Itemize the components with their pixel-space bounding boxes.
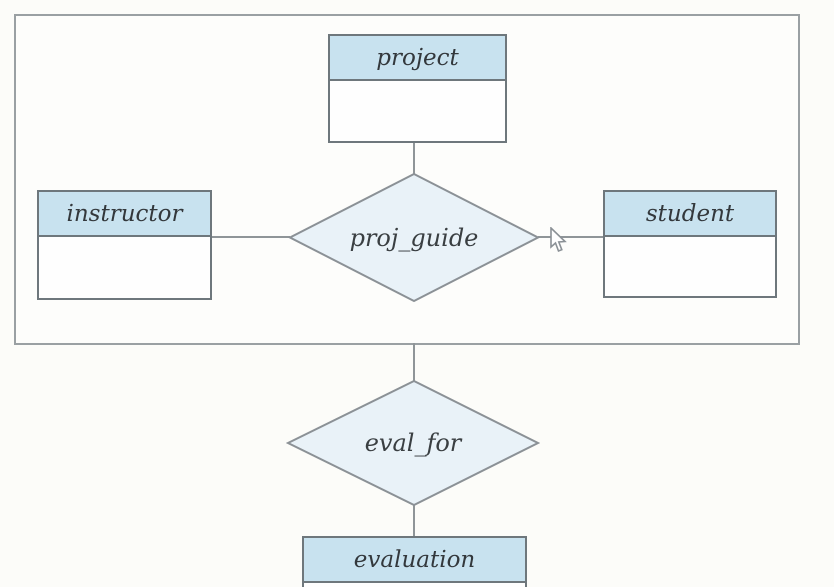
diamond-shape — [286, 379, 540, 507]
entity-student-title: student — [605, 192, 775, 237]
entity-student: student — [603, 190, 777, 298]
entity-project-title: project — [330, 36, 505, 81]
entity-evaluation-title: evaluation — [304, 538, 525, 583]
entity-instructor: instructor — [37, 190, 212, 300]
entity-evaluation: evaluation — [302, 536, 527, 587]
connector-instructor-projguide — [212, 236, 290, 238]
connector-project-projguide — [413, 143, 415, 174]
relationship-eval-for: eval_for — [286, 379, 540, 507]
relationship-proj-guide: proj_guide — [288, 172, 540, 303]
mouse-arrow-cursor — [550, 227, 567, 253]
entity-instructor-attributes — [39, 237, 210, 298]
entity-instructor-title: instructor — [39, 192, 210, 237]
connector-evalfor-evaluation — [413, 505, 415, 537]
entity-student-attributes — [605, 237, 775, 296]
entity-evaluation-attributes — [304, 583, 525, 587]
entity-project-attributes — [330, 81, 505, 141]
diamond-shape — [288, 172, 540, 303]
connector-aggregation-evalfor — [413, 343, 415, 381]
connector-projguide-student — [538, 236, 604, 238]
entity-project: project — [328, 34, 507, 143]
